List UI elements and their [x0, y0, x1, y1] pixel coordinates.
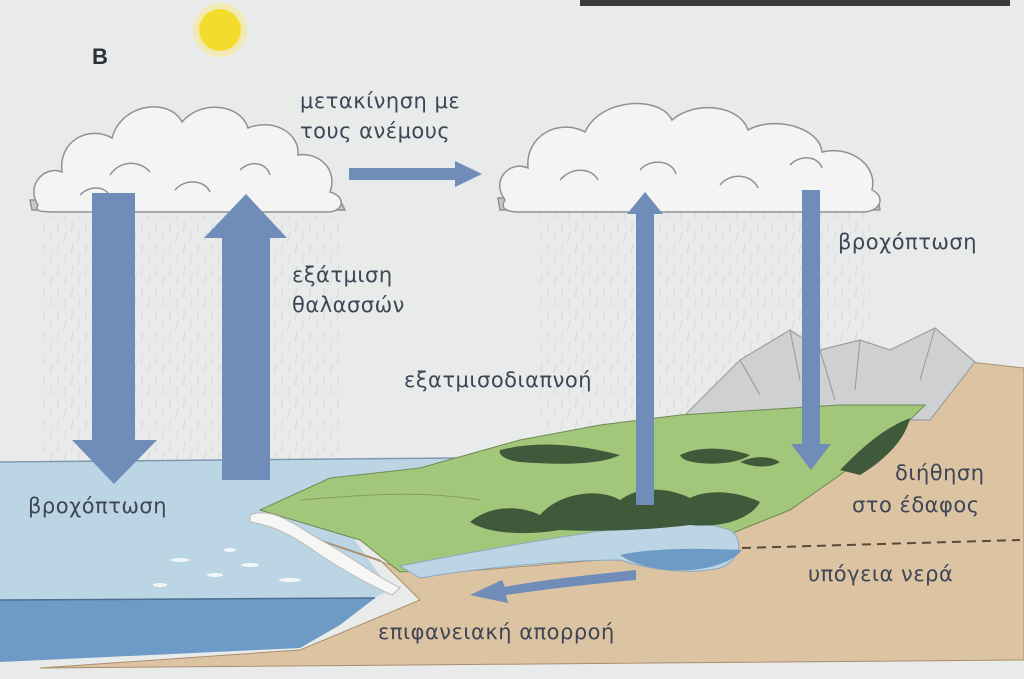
mountains	[678, 327, 976, 421]
sun-icon	[193, 3, 247, 57]
label-precipitation-sea: βροχόπτωση	[28, 494, 168, 518]
land-contour	[299, 493, 481, 501]
groundwater-table	[741, 539, 1021, 549]
cloud-icon	[497, 102, 881, 213]
arrow-icon	[791, 190, 831, 470]
coastline	[249, 512, 401, 596]
cloud-icon	[29, 106, 347, 213]
panel-letter: B	[92, 44, 108, 69]
arrow-icon	[204, 194, 287, 480]
arrow-icon	[627, 192, 663, 505]
rain-streaks-sea	[40, 215, 340, 460]
label-wind-line2: τους ανέμους	[300, 119, 451, 143]
forest	[470, 418, 910, 534]
label-sea-evaporation-line1: εξάτμιση	[292, 263, 393, 287]
top-border-strip	[580, 0, 1010, 6]
lake	[398, 521, 742, 579]
label-infiltration-line1: διήθηση	[895, 461, 985, 485]
label-groundwater: υπόγεια νερά	[808, 562, 954, 586]
arrow-icon	[349, 161, 482, 187]
arrow-icon	[72, 193, 157, 484]
label-evapotranspiration: εξατμισοδιαπνοή	[404, 368, 592, 392]
label-precipitation-land: βροχόπτωση	[838, 230, 978, 254]
label-sea-evaporation-line2: θαλασσών	[292, 293, 405, 317]
label-surface-runoff: επιφανειακή απορροή	[378, 620, 615, 644]
label-wind-line1: μετακίνηση με	[300, 89, 461, 113]
label-infiltration-line2: στο έδαφος	[852, 493, 980, 517]
arrow-icon	[470, 570, 636, 603]
